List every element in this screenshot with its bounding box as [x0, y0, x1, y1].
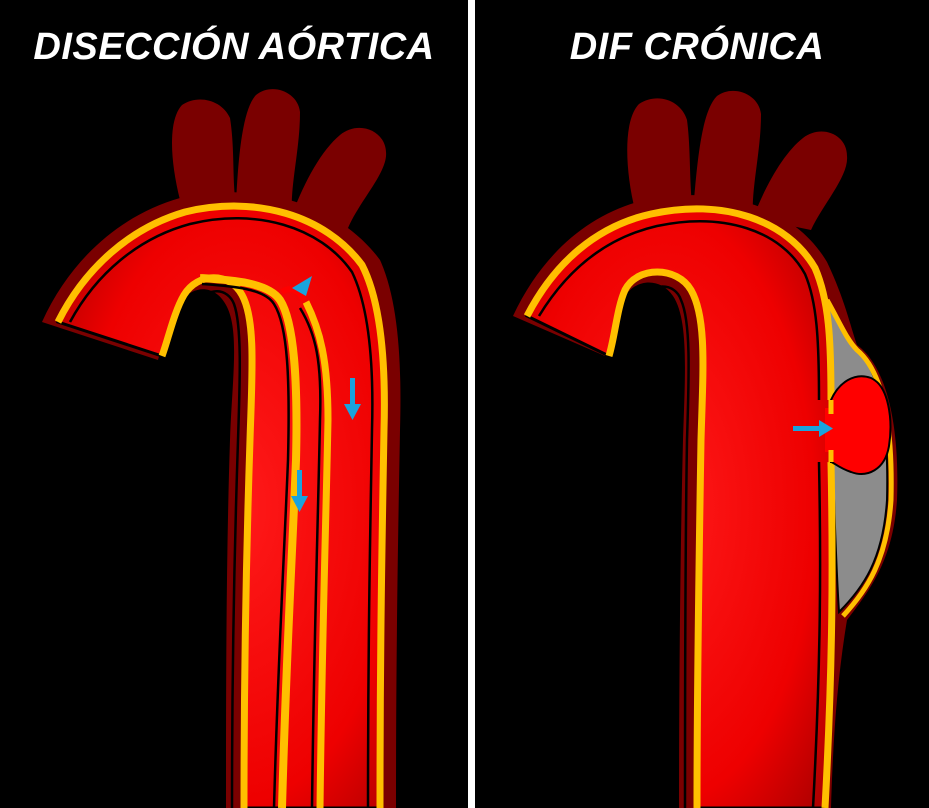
- panel-chronic-dissection: DIF CRÓNICA: [475, 0, 929, 808]
- panel-title: DISECCIÓN AÓRTICA: [0, 26, 468, 69]
- chronic-dissection-diagram: [475, 0, 929, 808]
- false-lumen-pouch: [831, 376, 890, 474]
- panel-aortic-dissection: DISECCIÓN AÓRTICA: [0, 0, 468, 808]
- aortic-dissection-diagram: [0, 0, 468, 808]
- panel-title: DIF CRÓNICA: [475, 26, 929, 69]
